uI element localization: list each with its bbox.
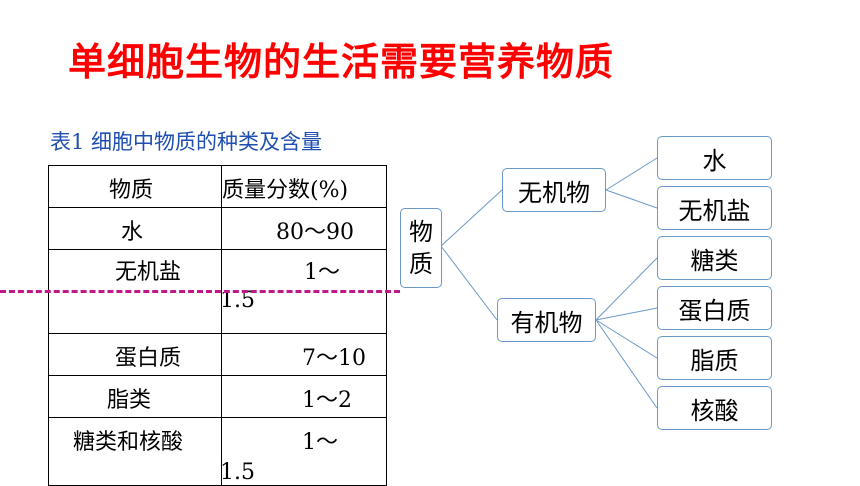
table-cell: 1～ 1.5 <box>220 417 387 486</box>
table-row: 水 80～90 <box>48 207 387 250</box>
header-label: 质量分数(%) <box>222 178 349 203</box>
header-label: 物质 <box>109 178 154 203</box>
connector-inorganic-salt <box>605 189 658 209</box>
row-name: 水 <box>121 220 144 245</box>
table-caption: 表1 细胞中物质的种类及含量 <box>50 130 323 154</box>
lipid-node: 脂质 <box>657 336 772 380</box>
organic-node: 有机物 <box>497 298 596 342</box>
node-label: 无机盐 <box>678 196 751 225</box>
table-cell: 糖类和核酸 <box>48 417 222 486</box>
protein-node: 蛋白质 <box>657 286 772 330</box>
table-header-row: 物质 质量分数(%) <box>48 165 387 208</box>
row-value: 7～10 <box>302 346 366 371</box>
table-cell: 7～10 <box>221 333 387 376</box>
connector-organic-protein <box>595 307 658 321</box>
row-name: 蛋白质 <box>115 346 182 371</box>
table-cell: 蛋白质 <box>48 333 222 376</box>
table-row: 脂类 1～2 <box>48 375 387 418</box>
row-value: 1～ <box>304 260 340 285</box>
connector-inorganic-water <box>605 157 658 191</box>
node-label: 蛋白质 <box>678 296 751 325</box>
substance-table: 物质 质量分数(%) 水 80～90 无机盐 1～ 1.5 蛋白质 7～10 脂… <box>48 165 387 486</box>
inorganic-salt-node: 无机盐 <box>657 186 772 230</box>
table-cell: 脂类 <box>48 375 222 418</box>
row-name: 无机盐 <box>115 260 182 285</box>
table-row: 蛋白质 7～10 <box>48 333 387 376</box>
connector-root-organic <box>440 245 498 321</box>
row-value-overflow: 1.5 <box>220 460 255 485</box>
connector-root-inorganic <box>440 189 503 247</box>
row-name: 糖类和核酸 <box>73 430 184 455</box>
row-value: 1～ <box>302 430 338 455</box>
table-cell: 水 <box>48 207 222 250</box>
node-label: 糖类 <box>690 246 739 275</box>
row-value: 1～2 <box>302 388 352 413</box>
nucleic-acid-node: 核酸 <box>657 386 772 430</box>
header-cell: 质量分数(%) <box>221 165 387 208</box>
page-title: 单细胞生物的生活需要营养物质 <box>68 40 615 84</box>
root-char: 质 <box>409 250 433 278</box>
inorganic-node: 无机物 <box>502 168 606 212</box>
node-label: 有机物 <box>510 308 583 337</box>
row-name: 脂类 <box>107 388 152 413</box>
node-label: 脂质 <box>690 346 739 375</box>
root-char: 物 <box>409 217 433 246</box>
header-cell: 物质 <box>48 165 222 208</box>
table-row: 糖类和核酸 1～ 1.5 <box>48 417 387 486</box>
connector-organic-nucleic <box>595 319 658 409</box>
water-node: 水 <box>657 136 772 180</box>
connector-organic-sugar <box>595 257 658 321</box>
diagram-root-node: 物 质 <box>400 208 442 288</box>
connector-organic-lipid <box>595 319 658 359</box>
table-cell: 80～90 <box>221 207 387 250</box>
row-value: 80～90 <box>276 220 354 245</box>
dashed-line <box>0 290 400 293</box>
node-label: 水 <box>702 146 727 175</box>
node-label: 无机物 <box>518 178 590 207</box>
node-label: 核酸 <box>690 396 739 425</box>
table-cell: 1～2 <box>221 375 387 418</box>
sugar-node: 糖类 <box>657 236 772 280</box>
